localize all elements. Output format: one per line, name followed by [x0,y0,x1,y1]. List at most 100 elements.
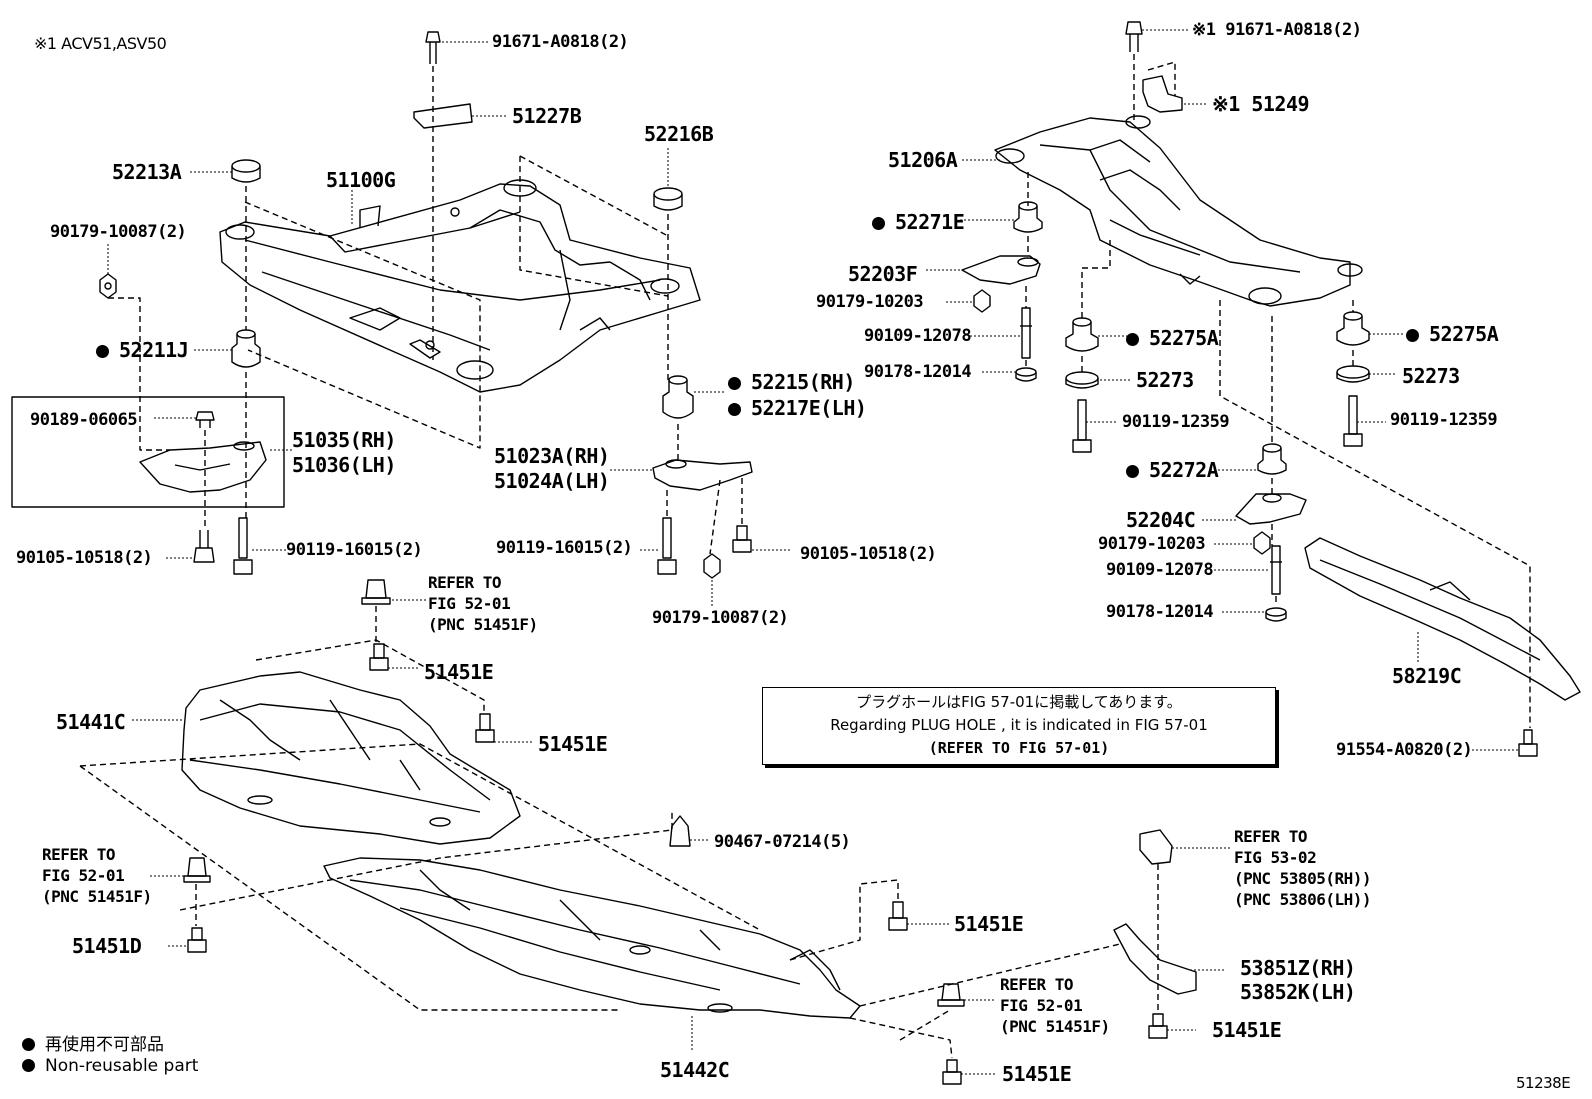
nut-90179-10203-a [973,289,991,313]
plug-hole-note-box: プラグホールはFIG 57-01に掲載してあります。 Regarding PLU… [762,687,1276,765]
non-reusable-dot [728,403,741,416]
bracket-51227b [413,103,473,129]
dashed-assembly-lines-left [108,66,743,555]
label-51206a: 51206A [888,148,958,172]
bracket-51023a [652,459,753,491]
bracket-51249 [1142,75,1183,113]
clip-refer4 [1139,829,1173,865]
label-90109-12078-a: 90109-12078 [864,326,972,346]
mount-52272a [1257,443,1287,475]
label-52204c: 52204C [1126,508,1196,532]
label-52273-a: 52273 [1136,368,1194,392]
refer-fig-53-02: REFER TO FIG 53-02 (PNC 53805(RH)) (PNC … [1234,827,1372,909]
label-52211j: 52211J [96,340,189,360]
label-52213a: 52213A [112,160,182,184]
bolt-51451d [187,927,207,953]
bolt-91671-left [425,31,441,64]
brace-58219c [1304,537,1581,701]
dashed-assembly-lines-lower [79,606,1159,1059]
nut-90179-10203-b [1253,531,1271,555]
bushing-52216b [653,187,683,211]
mount-52271e [1013,201,1043,233]
label-51451e-b: 51451E [538,732,608,756]
mount-52211j [231,329,261,368]
bracket-51035 [139,441,267,493]
label-52215: 52215(RH) [728,372,855,392]
subassembly-box [11,396,285,508]
label-91671-right: ※1 91671-A0818(2) [1192,20,1362,40]
non-reusable-dot [96,345,109,358]
bolt-90105-10518-a [193,530,215,563]
label-51100g: 51100G [326,168,396,192]
bracket-52203f [961,255,1041,285]
bolt-51451e-c [888,901,908,931]
label-90119-16015-a: 90119-16015(2) [286,540,423,560]
bolt-51451e-d [942,1059,962,1085]
label-51451e-c: 51451E [954,912,1024,936]
label-51036: 51036(LH) [292,453,396,477]
label-52273-b: 52273 [1402,364,1460,388]
label-51249: ※1 51249 [1212,92,1310,116]
label-leaders [107,29,1519,1075]
stud-90109-12078-a [1020,307,1032,359]
under-cover-51441c [181,671,521,845]
label-90179-10087-a: 90179-10087(2) [50,222,187,242]
bracket-52204c [1235,493,1307,525]
washer-52273-a [1065,371,1099,389]
label-52271e: 52271E [872,212,965,232]
non-reusable-dot [1126,333,1139,346]
nut-90179-10087-a [99,273,117,299]
bracket-53851z [1113,923,1197,995]
crossmember-51100g [219,179,701,393]
label-90105-10518-a: 90105-10518(2) [16,548,153,568]
bolt-51451e-a [369,643,389,671]
label-51441c: 51441C [56,710,126,734]
note-ref: (REFER TO FIG 57-01) [928,739,1110,757]
label-90179-10203-a: 90179-10203 [816,292,924,312]
bolt-90119-16015-b [657,517,677,575]
washer-90178-12014-b [1265,607,1287,622]
label-52217e: 52217E(LH) [728,398,867,418]
label-52216b: 52216B [644,122,714,146]
label-90179-10203-b: 90179-10203 [1098,534,1206,554]
legend-jp: 再使用不可部品 [22,1030,164,1055]
clip-refer3 [937,983,965,1007]
dashed-assembly-lines-right [1025,54,1531,728]
non-reusable-dot [22,1059,35,1072]
label-51227b: 51227B [512,104,582,128]
mount-52275a-b [1336,311,1370,346]
bolt-51451e-b [475,713,495,743]
bolt-90189-06065 [195,411,215,428]
non-reusable-dot [1406,329,1419,342]
label-52275a-b: 52275A [1406,324,1499,344]
refer-fig-52-01-left: REFER TO FIG 52-01 (PNC 51451F) [42,845,152,906]
legend-en: Non-reusable part [22,1056,198,1076]
label-90105-10518-b: 90105-10518(2) [800,544,937,564]
bolt-90119-16015-a [233,517,253,575]
header-note: ※1 ACV51,ASV50 [34,34,167,53]
label-52275a-a: 52275A [1126,328,1219,348]
non-reusable-dot [728,377,741,390]
mount-52215 [662,375,694,419]
label-90119-12359-b: 90119-12359 [1390,410,1498,430]
figure-code: 51238E [1516,1074,1571,1092]
mount-52275a-a [1065,317,1099,352]
bolt-90105-10518-b [732,525,752,553]
under-cover-51442c [323,857,861,1019]
refer-fig-52-01-top: REFER TO FIG 52-01 (PNC 51451F) [428,573,538,634]
bolt-90119-12359-b [1343,395,1363,447]
label-53851z: 53851Z(RH) [1240,956,1356,980]
bolt-90119-12359-a [1072,399,1092,453]
label-58219c: 58219C [1392,664,1462,688]
washer-90178-12014-a [1015,367,1037,382]
non-reusable-dot [1126,465,1139,478]
label-90178-12014-b: 90178-12014 [1106,602,1214,622]
clip-refer2 [183,857,211,883]
label-51451e-d: 51451E [1002,1062,1072,1086]
label-90189-06065: 90189-06065 [30,410,138,430]
label-90119-12359-a: 90119-12359 [1122,412,1230,432]
label-51451e-e: 51451E [1212,1018,1282,1042]
label-51035: 51035(RH) [292,428,396,452]
clip-90467 [669,815,691,847]
